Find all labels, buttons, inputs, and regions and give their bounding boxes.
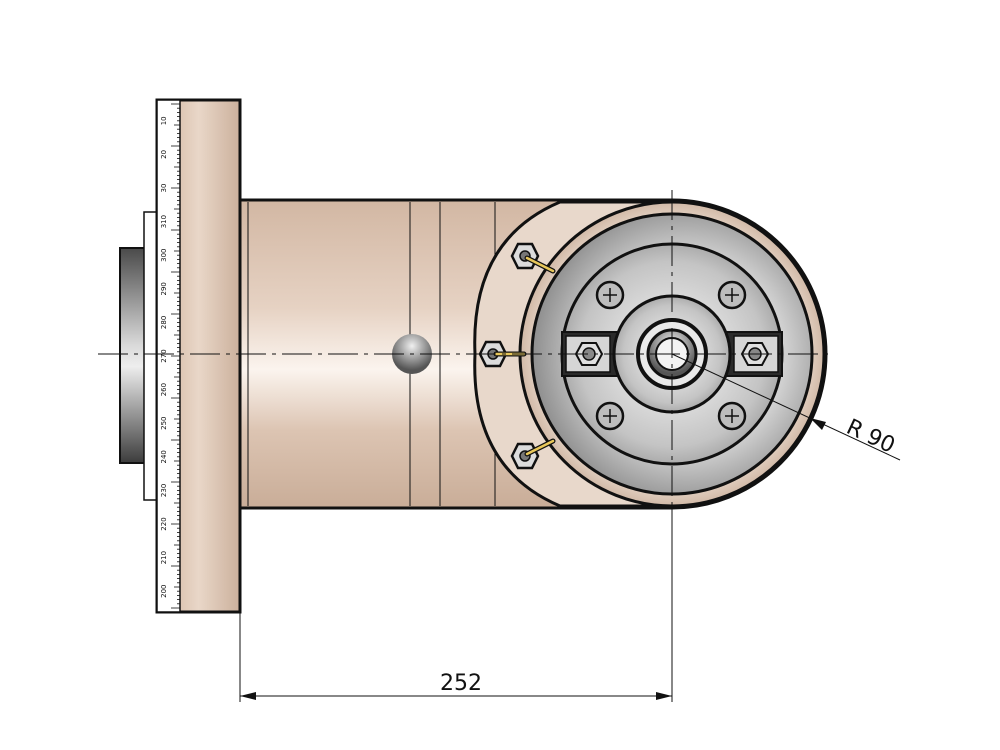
clamp-lever-bottom: [510, 438, 556, 470]
bolt-hole: [717, 280, 747, 310]
scale-label: 230: [160, 484, 168, 497]
angle-scale: [171, 103, 180, 609]
angle-scale-labels: 10 20 30 310 300 290 280 270 260 250 240 230 220 210 2…: [160, 116, 168, 598]
scale-label: 290: [160, 282, 168, 295]
center-lines: [98, 190, 832, 520]
scale-label: 20: [160, 150, 168, 159]
scale-label: 200: [160, 585, 168, 598]
scale-label: 310: [160, 215, 168, 228]
scale-label: 260: [160, 383, 168, 396]
scale-label: 10: [160, 116, 168, 125]
bolt-hole: [717, 401, 747, 431]
scale-label: 220: [160, 517, 168, 530]
clamp-lever-top: [510, 242, 556, 274]
bolt-hole: [595, 280, 625, 310]
scale-label: 280: [160, 316, 168, 329]
scale-label: 210: [160, 551, 168, 564]
scale-label: 240: [160, 450, 168, 463]
length-dimension-label: 252: [440, 671, 482, 696]
bolt-hole: [595, 401, 625, 431]
pilot-hub: [119, 211, 161, 501]
length-dimension: 252: [239, 508, 673, 702]
scale-label: 270: [160, 349, 168, 362]
scale-label: 300: [160, 249, 168, 262]
scale-label: 250: [160, 417, 168, 430]
scale-label: 30: [160, 184, 168, 193]
flange: [155, 98, 242, 614]
radius-dimension-label: R 90: [842, 415, 898, 459]
bolt-holes: [595, 280, 747, 431]
